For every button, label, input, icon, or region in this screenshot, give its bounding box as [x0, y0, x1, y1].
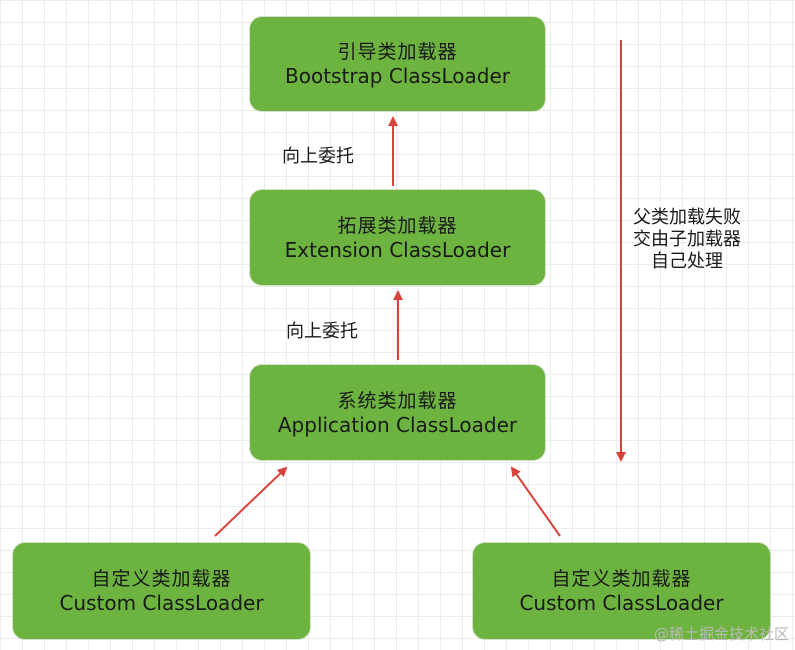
failure-fallback-note: 父类加载失败 交由子加载器 自己处理	[612, 207, 762, 273]
watermark: @稀土掘金技术社区	[653, 625, 789, 643]
custom-left-en-label: Custom ClassLoader	[59, 591, 264, 615]
bootstrap-en-label: Bootstrap ClassLoader	[285, 64, 510, 88]
failure-note-line-1: 父类加载失败	[633, 207, 741, 228]
bootstrap-classloader-node: 引导类加载器 Bootstrap ClassLoader	[250, 17, 545, 111]
arrow-custom-left-to-application	[214, 466, 288, 537]
application-cn-label: 系统类加载器	[337, 389, 458, 412]
extension-en-label: Extension ClassLoader	[284, 237, 511, 262]
extension-cn-label: 拓展类加载器	[337, 214, 458, 237]
custom-classloader-left-node: 自定义类加载器 Custom ClassLoader	[13, 543, 310, 639]
failure-note-line-2: 交由子加载器	[633, 229, 741, 250]
arrow-custom-right-to-application	[510, 466, 561, 537]
application-en-label: Application ClassLoader	[277, 412, 518, 437]
delegate-lower-label: 向上委托	[286, 321, 358, 342]
custom-classloader-right-node: 自定义类加载器 Custom ClassLoader	[473, 543, 770, 639]
application-classloader-node: 系统类加载器 Application ClassLoader	[250, 365, 545, 460]
bootstrap-cn-label: 引导类加载器	[337, 41, 458, 63]
failure-note-line-3: 自己处理	[651, 251, 723, 272]
custom-right-en-label: Custom ClassLoader	[519, 591, 724, 615]
custom-left-cn-label: 自定义类加载器	[91, 568, 232, 590]
extension-classloader-node: 拓展类加载器 Extension ClassLoader	[250, 190, 545, 285]
custom-right-cn-label: 自定义类加载器	[551, 568, 692, 590]
delegate-upper-label: 向上委托	[282, 146, 354, 167]
